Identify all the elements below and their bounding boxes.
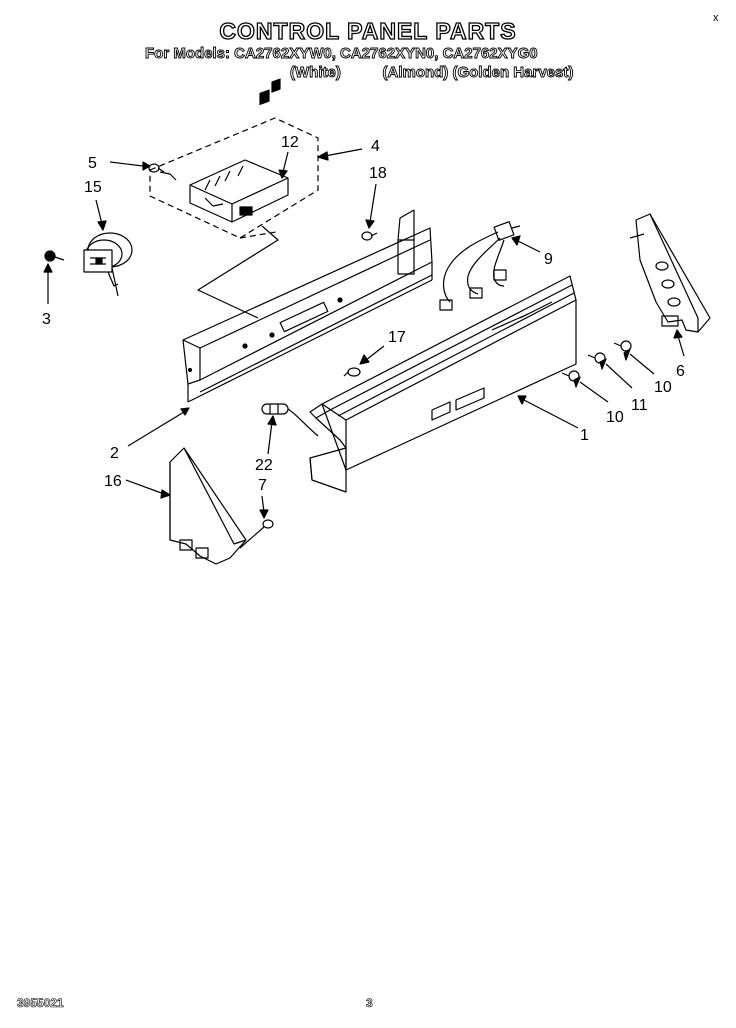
part-15-control-knob-assembly	[83, 232, 133, 297]
callout-7: 7	[258, 477, 267, 494]
callout-6: 6	[676, 363, 685, 380]
callout-22: 22	[255, 457, 273, 474]
models-line: For Models: CA2762XYW0, CA2762XYN0, CA27…	[145, 45, 539, 63]
part-18-screw	[361, 231, 378, 241]
callout-4: 4	[371, 138, 380, 155]
callout-18: 18	[369, 165, 387, 182]
callout-1: 1	[580, 427, 589, 444]
callout-labels: 5 15 12 4 18 3 9 17 6 10 11 10 1 2 22 7 …	[42, 134, 685, 494]
document-number: 3955021	[17, 996, 64, 1011]
callout-12: 12	[281, 134, 299, 151]
corner-mark: x	[713, 12, 719, 24]
callout-10-lower: 10	[606, 409, 624, 426]
leader-lines	[43, 148, 685, 519]
part-7-screw	[239, 519, 274, 549]
part-12-switch-block	[159, 78, 289, 223]
callout-9: 9	[544, 251, 553, 268]
part-9-wire-harness	[439, 221, 521, 311]
callout-15: 15	[84, 179, 102, 196]
part-17-clip	[343, 367, 361, 377]
switch-lead-wire	[197, 225, 279, 319]
callout-2: 2	[110, 445, 119, 462]
callout-16: 16	[104, 473, 122, 490]
part-16-left-end-cap	[169, 447, 247, 565]
callout-17: 17	[388, 329, 406, 346]
part-6-right-end-cap	[629, 213, 711, 333]
part-2-mounting-bracket	[182, 209, 433, 403]
finishes-line: (White) (Almond) (Golden Harvest)	[290, 64, 574, 82]
part-1-control-panel	[309, 275, 577, 493]
callout-3: 3	[42, 311, 51, 328]
part-5-screw	[148, 163, 165, 173]
page-title: CONTROL PANEL PARTS	[219, 17, 517, 44]
callout-11: 11	[631, 397, 648, 414]
page-number: 3	[366, 996, 373, 1011]
part-22-spring-clip	[261, 403, 319, 437]
callout-10-upper: 10	[654, 379, 672, 396]
callout-5: 5	[88, 155, 97, 172]
part-3-screw	[44, 250, 65, 262]
